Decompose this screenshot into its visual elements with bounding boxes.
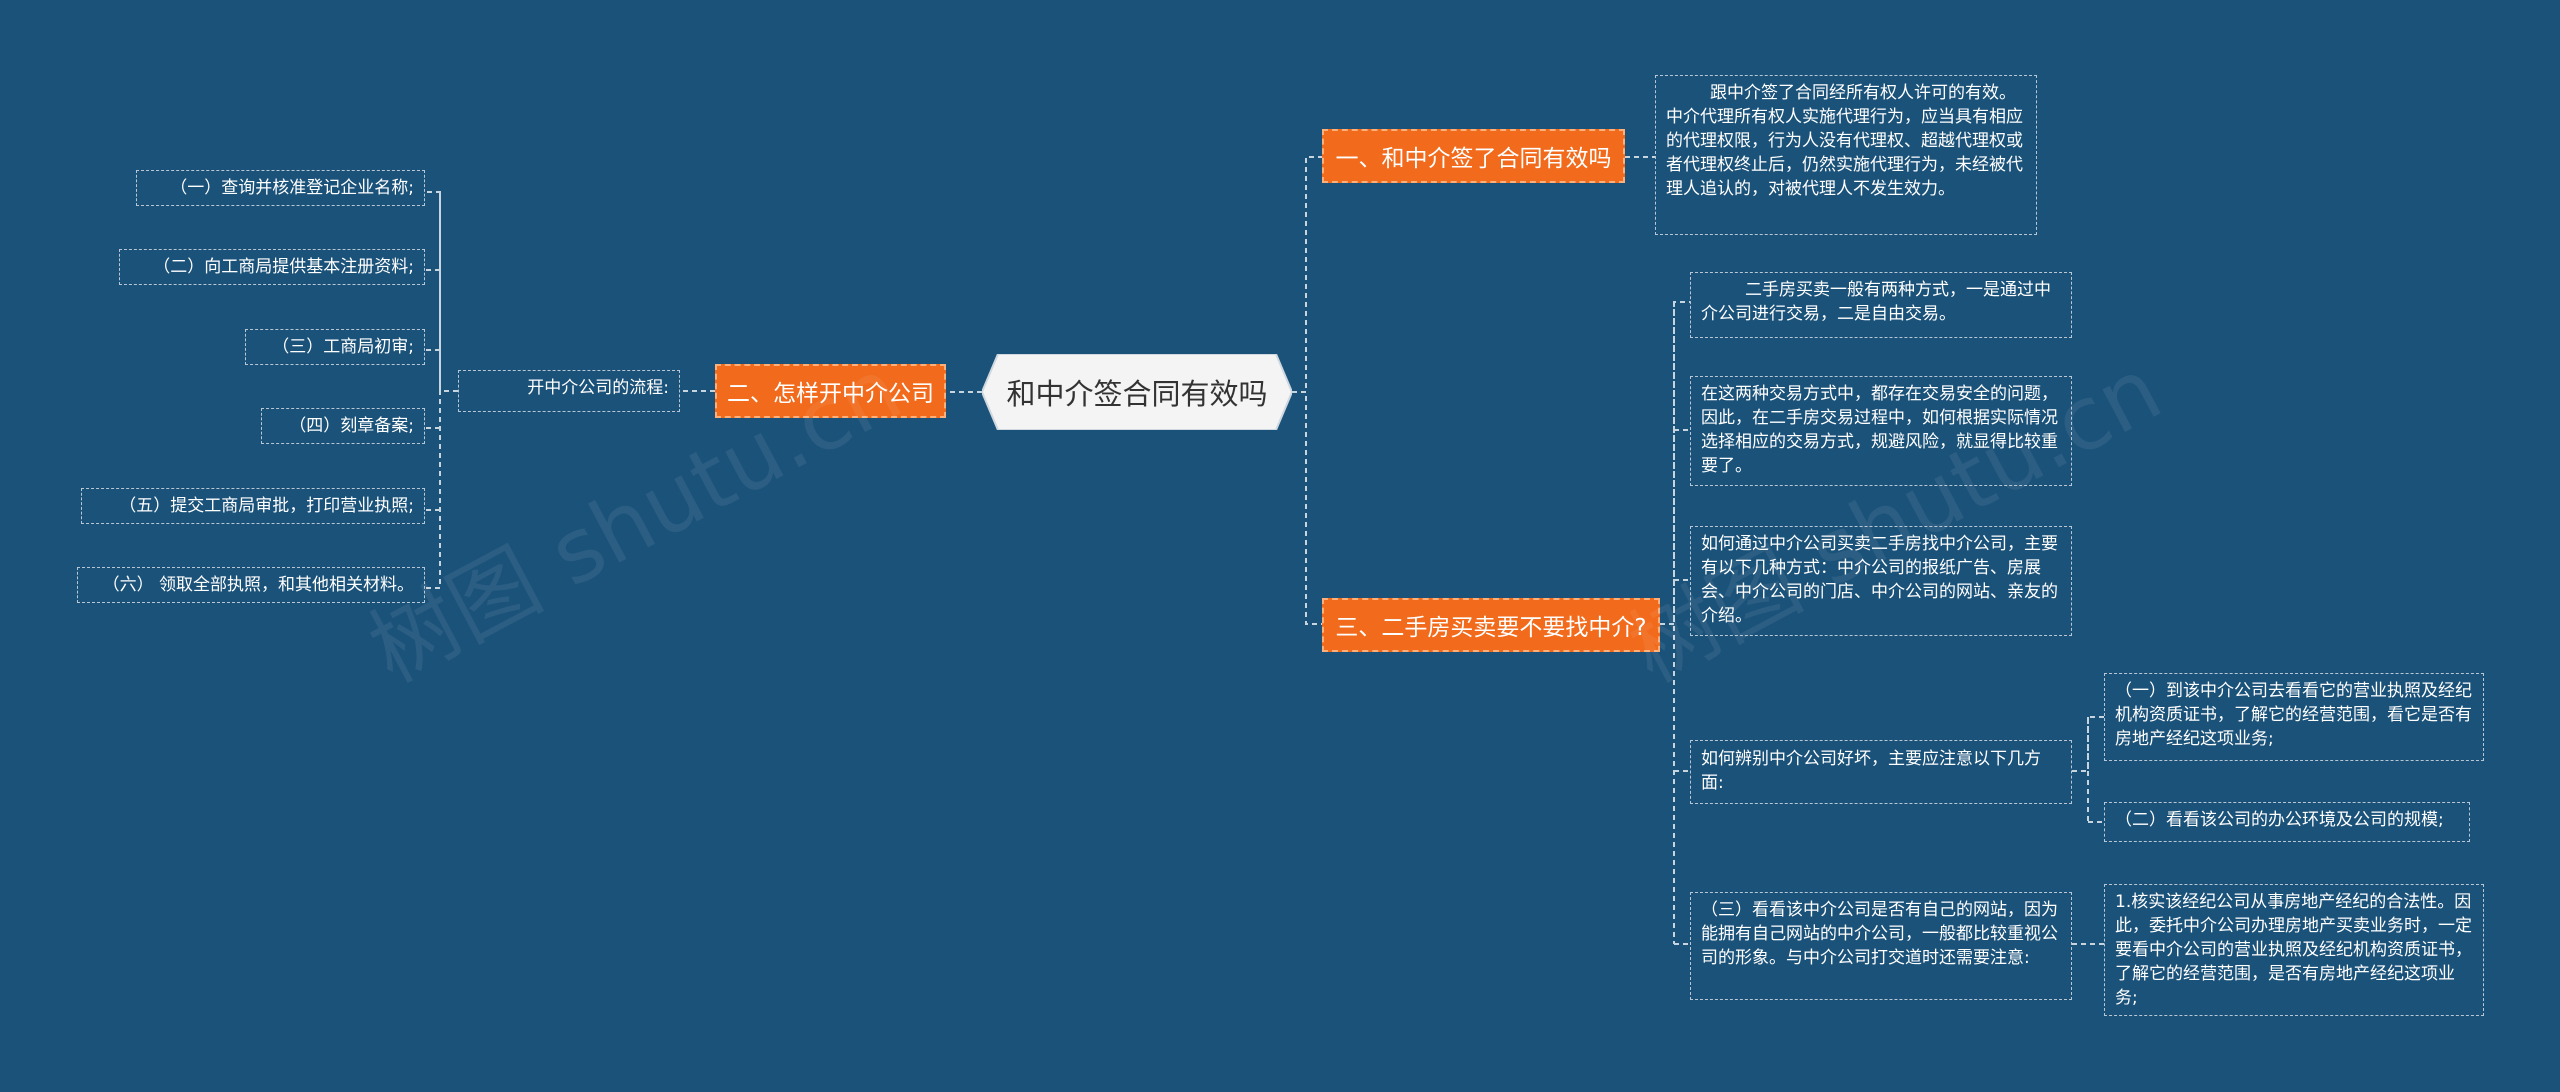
flow-label: 开中介公司的流程: [458,370,680,412]
step-1: （一）查询并核准登记企业名称; [136,170,425,206]
b3-para-1-content: 二手房买卖一般有两种方式，一是通过中介公司进行交易，二是自由交易。 [1701,280,2051,324]
root-topic[interactable]: 和中介签合同有效吗 [982,354,1292,430]
root-shape [982,354,1292,430]
b3-para-3: 如何通过中介公司买卖二手房找中介公司，主要有以下几种方式：中介公司的报纸广告、房… [1690,526,2072,636]
connector-root-b1 [1292,156,1322,393]
connector-root-b3 [1292,391,1322,625]
branch-1[interactable]: 一、和中介签了合同有效吗 [1322,129,1625,183]
root-title: 和中介签合同有效吗 [1006,377,1268,411]
branch-3[interactable]: 三、二手房买卖要不要找中介? [1322,598,1660,652]
step-4: （四）刻章备案; [261,408,425,444]
step-6: （六） 领取全部执照，和其他相关材料。 [77,567,425,603]
branch-1-leaf-text: 跟中介签了合同经所有权人许可的有效。中介代理所有权人实施代理行为，应当具有相应的… [1655,75,2037,235]
step-3: （三）工商局初审; [245,329,425,365]
connector-b3-children [1660,301,1690,945]
b3-para-5-child: 1.核实该经纪公司从事房地产经纪的合法性。因此，委托中介公司办理房地产买卖业务时… [2104,884,2484,1016]
b3-para-4: 如何辨别中介公司好坏，主要应注意以下几方面: [1690,740,2072,804]
branch-2[interactable]: 二、怎样开中介公司 [715,364,946,418]
b3-para-1: 二手房买卖一般有两种方式，一是通过中介公司进行交易，二是自由交易。 [1690,272,2072,338]
b3-para-5: （三）看看该中介公司是否有自己的网站，因为能拥有自己网站的中介公司，一般都比较重… [1690,892,2072,1000]
b3-para-2: 在这两种交易方式中，都存在交易安全的问题，因此，在二手房交易过程中，如何根据实际… [1690,376,2072,486]
b3-para-4-child-1: （一）到该中介公司去看看它的营业执照及经纪机构资质证书，了解它的经营范围，看它是… [2104,673,2484,761]
step-5: （五）提交工商局审批，打印营业执照; [81,488,425,524]
connector-flow-steps [425,191,458,589]
branch-1-leaf-content: 跟中介签了合同经所有权人许可的有效。中介代理所有权人实施代理行为，应当具有相应的… [1666,83,2023,199]
b3-para-4-child-2: （二）看看该公司的办公环境及公司的规模; [2104,802,2470,842]
connector-p4-children [2072,716,2104,823]
step-2: （二）向工商局提供基本注册资料; [119,249,425,285]
